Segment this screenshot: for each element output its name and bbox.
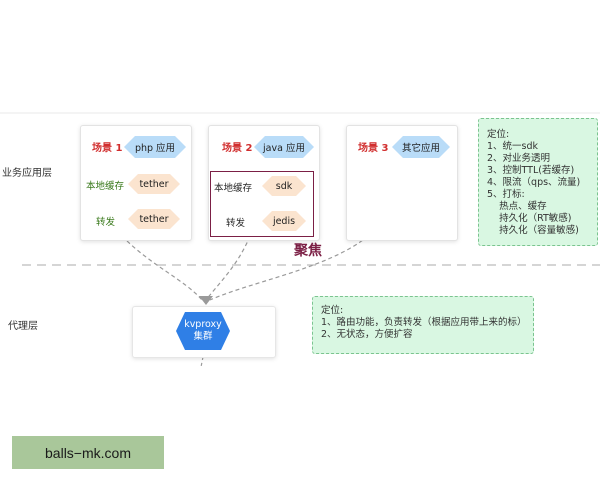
focus-label: 聚焦 [294,243,322,259]
business-note-line: 5、打标: [487,189,525,200]
scene-2-local-cache-label: 本地缓存 [214,183,253,194]
scene-2-forward-label: 转发 [226,218,246,229]
scene-3-app-node: 其它应用 [392,136,450,158]
connector-scene2-to-kvproxy [205,235,251,301]
kvproxy-name: kvproxy [184,319,222,330]
proxy-note-line: 1、路由功能，负责转发（根据应用带上来的标） [321,317,527,328]
scene-1-forward-label: 转发 [96,217,116,228]
proxy-positioning-note: 定位: 1、路由功能，负责转发（根据应用带上来的标） 2、无状态，方便扩容 [312,296,534,354]
business-note-line: 3、控制TTL(若缓存) [487,165,575,176]
business-note-line: 定位: [487,129,510,140]
kvproxy-cluster-label: 集群 [193,331,213,342]
business-note-line: 2、对业务透明 [487,153,551,164]
kvproxy-cluster-node: kvproxy 集群 [176,312,230,350]
scene-2-forward-node: jedis [262,211,306,231]
connector-scene1-to-kvproxy [121,235,203,301]
proxy-note-line: 2、无状态，方便扩容 [321,329,413,340]
scene-1-label: 场景 1 [92,143,123,154]
scene-2-local-cache-node: sdk [262,176,306,196]
layer-label-proxy: 代理层 [8,321,38,332]
business-note-line: 持久化（容量敏感) [487,225,579,236]
focus-highlight-frame [210,171,314,237]
connector-kvproxy-downward [200,356,204,368]
scene-1-app-node: php 应用 [124,136,186,158]
business-note-line: 持久化（RT敏感) [487,213,572,224]
connector-scene3-to-kvproxy [209,235,369,301]
scene-1-local-cache-node: tether [128,174,180,194]
business-positioning-note: 定位: 1、统一sdk 2、对业务透明 3、控制TTL(若缓存) 4、限流（qp… [478,118,598,246]
business-note-line: 热点、缓存 [487,201,547,212]
layer-label-business: 业务应用层 [2,168,52,179]
watermark-label: balls−mk.com [12,436,164,469]
scene-1-forward-node: tether [128,209,180,229]
scene-2-app-node: java 应用 [254,136,314,158]
scene-2-label: 场景 2 [222,143,253,154]
scene-3-label: 场景 3 [358,143,389,154]
arrowhead-kvproxy [199,296,213,305]
proxy-note-line: 定位: [321,305,344,316]
business-note-line: 1、统一sdk [487,141,539,152]
business-note-line: 4、限流（qps、流量) [487,177,581,188]
scene-1-local-cache-label: 本地缓存 [86,181,125,192]
